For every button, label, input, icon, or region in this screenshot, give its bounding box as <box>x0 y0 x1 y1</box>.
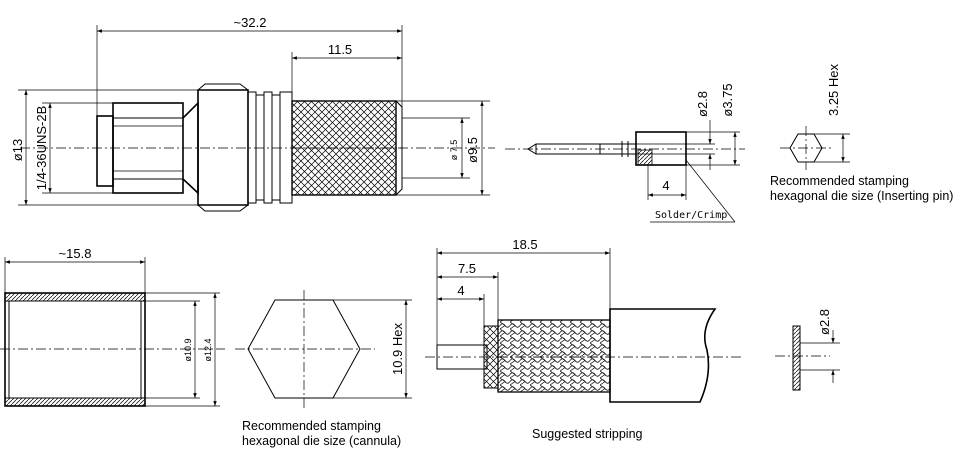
pin-view: ø2.8 ø3.75 4 Solder/Crimp <box>505 83 745 223</box>
strip-length-4-label: 4 <box>457 283 464 298</box>
cannula-diameter-12-4-label: ø12.4 <box>203 338 213 361</box>
stripping-view: 18.5 7.5 4 Suggested stripping <box>425 237 742 441</box>
diameter-13-label: ø13 <box>10 139 25 161</box>
connector-view: ~32.2 11.5 ø13 1/4-36UNS-2B ø 7.5 ø9.5 <box>10 15 495 212</box>
pin-length-4-label: 4 <box>662 178 669 193</box>
cannula-diameter-10-9-label: ø10.9 <box>183 338 193 361</box>
diameter-7-5-label: ø 7.5 <box>449 140 459 161</box>
pin-note-line1: Recommended stamping <box>770 174 909 188</box>
solder-crimp-label: Solder/Crimp <box>655 210 727 221</box>
washer-view: ø2.8 <box>775 309 840 391</box>
diameter-9-5-label: ø9.5 <box>465 137 480 163</box>
pin-hex-label: 3.25 Hex <box>826 63 841 116</box>
pin-diameter-2-8-label: ø2.8 <box>695 91 710 117</box>
cannula-hex-die: 10.9 Hex Recommended stamping hexagonal … <box>235 290 412 448</box>
cannula-note-line1: Recommended stamping <box>242 419 381 433</box>
cannula-note-line2: hexagonal die size (cannula) <box>242 434 401 448</box>
cannula-view: ~15.8 ø10.9 ø12.4 <box>0 246 225 407</box>
cannula-length-label: ~15.8 <box>59 246 92 261</box>
strip-length-18-5-label: 18.5 <box>512 237 537 252</box>
strip-length-7-5-label: 7.5 <box>458 261 476 276</box>
pin-diameter-3-75-label: ø3.75 <box>720 83 735 116</box>
pin-note-line2: hexagonal die size (Inserting pin) <box>770 189 953 203</box>
connector-length-label: ~32.2 <box>234 15 267 30</box>
washer-diameter-label: ø2.8 <box>817 309 832 335</box>
knurl-length-label: 11.5 <box>328 42 352 57</box>
thread-label: 1/4-36UNS-2B <box>34 106 49 191</box>
pin-hex-die: 3.25 Hex Recommended stamping hexagonal … <box>770 63 953 203</box>
cannula-hex-label: 10.9 Hex <box>390 322 405 375</box>
stripping-note: Suggested stripping <box>532 427 643 441</box>
